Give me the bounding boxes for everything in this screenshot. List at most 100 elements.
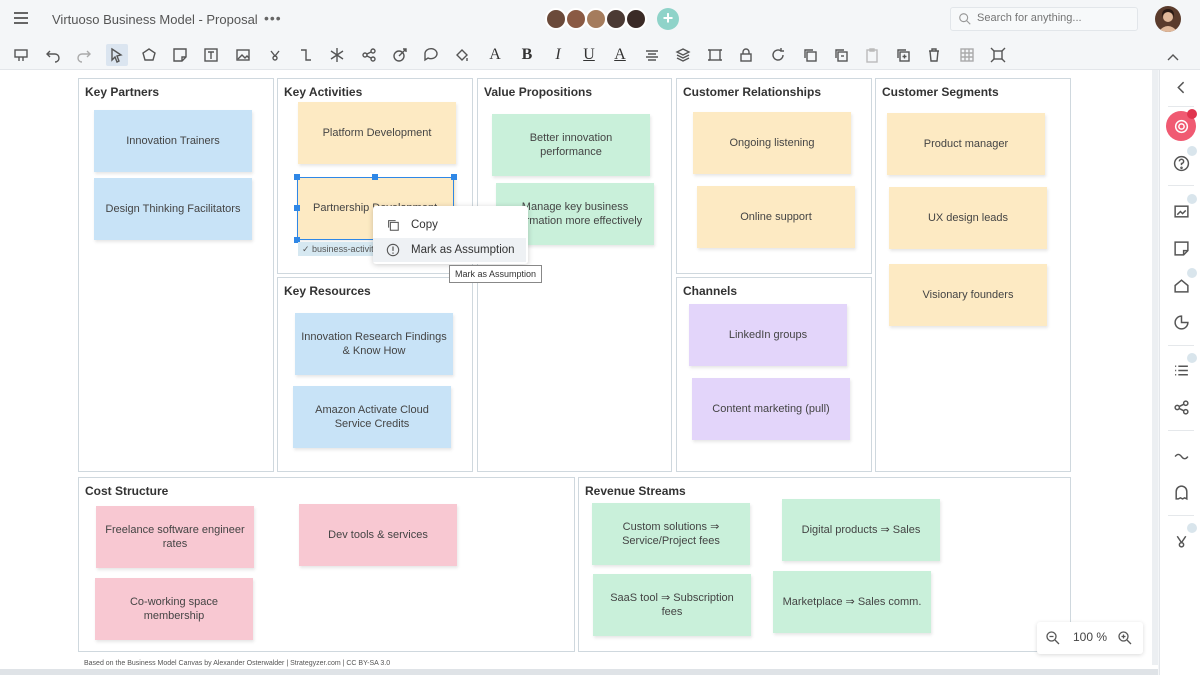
- sticky-note[interactable]: Innovation Trainers: [94, 110, 252, 172]
- zoom-out-icon[interactable]: [1045, 630, 1061, 646]
- sticky-note[interactable]: Content marketing (pull): [692, 378, 850, 440]
- wave-icon[interactable]: [1170, 444, 1192, 466]
- copy-menu-item[interactable]: Copy: [373, 213, 526, 237]
- ghost-icon[interactable]: [1170, 481, 1192, 503]
- block-title: Customer Segments: [882, 85, 999, 99]
- sticky-note[interactable]: Visionary founders: [889, 264, 1047, 326]
- duplicate-icon[interactable]: [830, 44, 852, 66]
- avatar[interactable]: [605, 8, 627, 30]
- document-title[interactable]: Virtuoso Business Model - Proposal: [52, 12, 258, 27]
- image-panel-icon[interactable]: [1170, 194, 1197, 222]
- delete-icon[interactable]: [923, 44, 945, 66]
- block-title: Channels: [683, 284, 738, 298]
- underline-icon[interactable]: U: [583, 46, 595, 63]
- canvas[interactable]: Key Partners Key Activities Key Resource…: [0, 70, 1158, 675]
- user-avatar[interactable]: [1155, 6, 1181, 32]
- sticky-note[interactable]: Custom solutions ⇒ Service/Project fees: [592, 503, 750, 565]
- sticky-note-icon[interactable]: [169, 44, 191, 66]
- share-icon[interactable]: [1170, 396, 1192, 418]
- search-input[interactable]: [977, 12, 1132, 24]
- sticky-note[interactable]: Online support: [697, 186, 855, 248]
- add-collaborator-button[interactable]: +: [657, 8, 679, 30]
- horizontal-scrollbar[interactable]: [0, 669, 1158, 675]
- sticky-note[interactable]: Product manager: [887, 113, 1045, 175]
- sticky-note[interactable]: SaaS tool ⇒ Subscription fees: [593, 574, 751, 636]
- text-box-icon[interactable]: [200, 44, 222, 66]
- sticky-note[interactable]: Better innovation performance: [492, 114, 650, 176]
- fit-screen-icon[interactable]: [987, 44, 1009, 66]
- avatar[interactable]: [625, 8, 647, 30]
- undo-icon[interactable]: [42, 44, 64, 66]
- integrations-icon[interactable]: [1170, 523, 1197, 551]
- sticky-note[interactable]: Design Thinking Facilitators: [94, 178, 252, 240]
- layers-icon[interactable]: [672, 44, 694, 66]
- copy-icon[interactable]: [799, 44, 821, 66]
- connector-icon[interactable]: [295, 44, 317, 66]
- resize-handle[interactable]: [451, 174, 457, 180]
- sticky-note[interactable]: Manage key business information more eff…: [496, 183, 654, 245]
- sticky-note[interactable]: UX design leads: [889, 187, 1047, 249]
- align-icon[interactable]: [641, 44, 663, 66]
- tag-chip[interactable]: ✓ business-activit: [298, 242, 378, 256]
- block-title: Customer Relationships: [683, 85, 822, 99]
- resize-handle[interactable]: [294, 174, 300, 180]
- mind-map-icon[interactable]: [264, 44, 286, 66]
- resize-handle[interactable]: [372, 174, 378, 180]
- mark-assumption-menu-item[interactable]: Mark as Assumption: [373, 238, 526, 262]
- comment-icon[interactable]: [420, 44, 442, 66]
- bold-icon[interactable]: B: [521, 46, 533, 63]
- sticky-note[interactable]: Dev tools & services: [299, 504, 457, 566]
- fill-color-icon[interactable]: [451, 44, 473, 66]
- redo-icon[interactable]: [73, 44, 95, 66]
- pie-chart-icon[interactable]: [1170, 311, 1192, 333]
- sticky-note[interactable]: Ongoing listening: [693, 112, 851, 174]
- font-size-icon[interactable]: A: [489, 46, 501, 63]
- select-icon[interactable]: [106, 44, 128, 66]
- sticky-note[interactable]: Amazon Activate Cloud Service Credits: [293, 386, 451, 448]
- resize-handle[interactable]: [294, 205, 300, 211]
- more-options-icon[interactable]: •••: [264, 10, 282, 26]
- count-badge: [1187, 194, 1197, 204]
- settings-gear-button[interactable]: [1166, 109, 1197, 141]
- avatar[interactable]: [585, 8, 607, 30]
- divider: [1168, 106, 1194, 107]
- sticky-note[interactable]: Platform Development: [298, 102, 456, 164]
- sticky-note[interactable]: Digital products ⇒ Sales: [782, 499, 940, 561]
- template-icon[interactable]: [10, 44, 32, 66]
- menu-icon[interactable]: [14, 12, 28, 24]
- check-badge: [1187, 109, 1197, 119]
- home-icon[interactable]: [1170, 268, 1197, 296]
- help-icon[interactable]: [1170, 146, 1197, 174]
- paste-icon[interactable]: [861, 44, 883, 66]
- sticky-note[interactable]: LinkedIn groups: [689, 304, 847, 366]
- italic-icon[interactable]: I: [555, 46, 561, 63]
- sticky-note[interactable]: Co-working space membership: [95, 578, 253, 640]
- zoom-in-icon[interactable]: [1117, 630, 1133, 646]
- frame-icon[interactable]: [704, 44, 726, 66]
- shapes-icon[interactable]: [138, 44, 160, 66]
- text-color-icon[interactable]: A: [614, 46, 626, 63]
- avatar[interactable]: [545, 8, 567, 30]
- lock-icon[interactable]: [735, 44, 757, 66]
- chevron-left-icon[interactable]: [1170, 76, 1192, 98]
- count-badge: [1187, 353, 1197, 363]
- grid-icon[interactable]: [956, 44, 978, 66]
- chevron-up-icon[interactable]: [1162, 47, 1184, 69]
- rotate-icon[interactable]: [767, 44, 789, 66]
- add-item-icon[interactable]: [892, 44, 914, 66]
- snowflake-icon[interactable]: [326, 44, 348, 66]
- divider: [1168, 515, 1194, 516]
- share-nodes-icon[interactable]: [358, 44, 380, 66]
- sticky-note[interactable]: Freelance software engineer rates: [96, 506, 254, 568]
- resize-handle[interactable]: [294, 237, 300, 243]
- toolbar: A B I U A: [0, 39, 1200, 70]
- sticky-note[interactable]: Innovation Research Findings & Know How: [295, 313, 453, 375]
- sticky-note[interactable]: Marketplace ⇒ Sales comm.: [773, 571, 931, 633]
- sticky-note-panel-icon[interactable]: [1170, 237, 1192, 259]
- list-icon[interactable]: [1170, 353, 1197, 381]
- avatar[interactable]: [565, 8, 587, 30]
- target-icon[interactable]: [389, 44, 411, 66]
- search-box[interactable]: [950, 7, 1138, 31]
- vertical-scrollbar[interactable]: [1152, 70, 1158, 665]
- image-icon[interactable]: [232, 44, 254, 66]
